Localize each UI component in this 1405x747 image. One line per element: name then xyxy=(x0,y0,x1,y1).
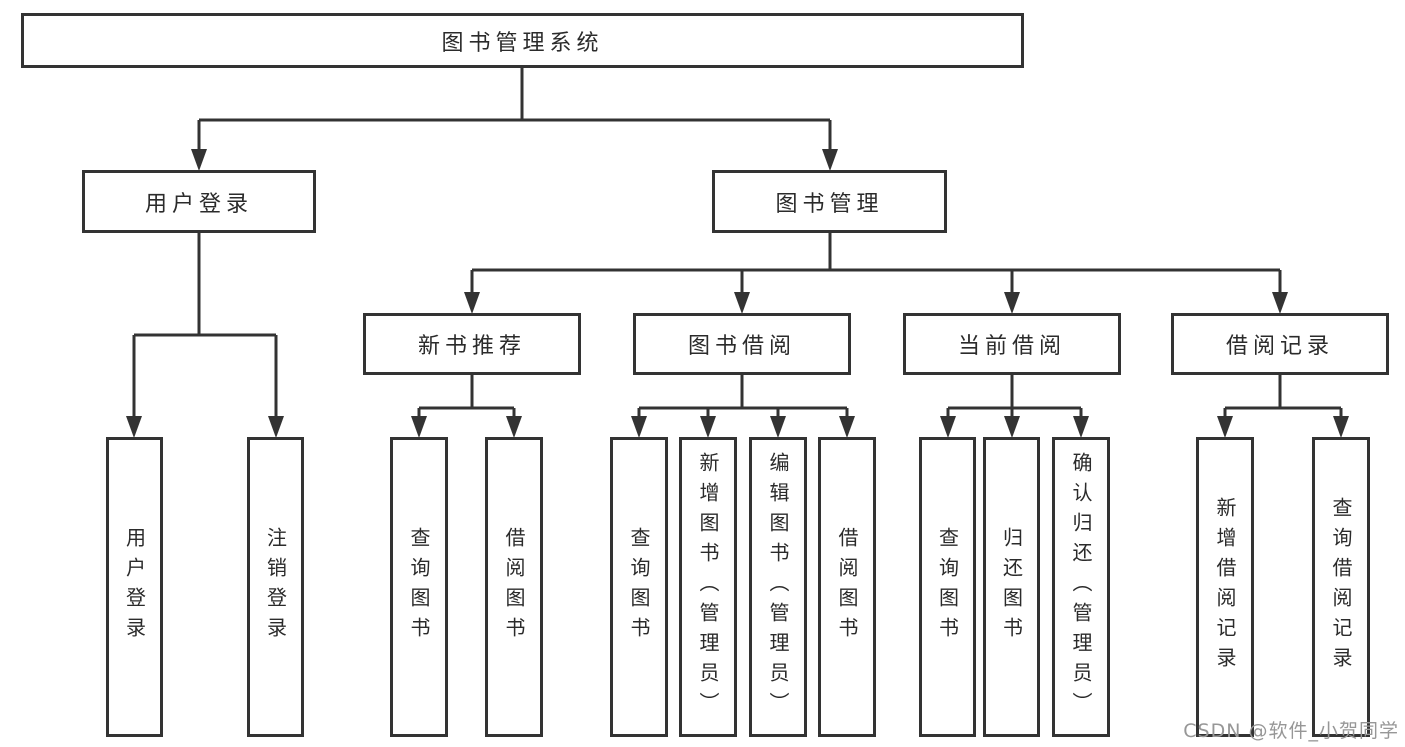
leaf-add-books-admin: 新增图书（管理员） xyxy=(679,437,737,737)
leaf-confirm-return-admin-label: 确认归还（管理员） xyxy=(1069,452,1093,722)
arrowheads xyxy=(126,149,1349,438)
leaf-return-books: 归还图书 xyxy=(983,437,1040,737)
node-book-borrowing: 图书借阅 xyxy=(633,313,851,375)
node-new-book-recommend: 新书推荐 xyxy=(363,313,581,375)
leaf-edit-books-admin-label: 编辑图书（管理员） xyxy=(766,452,790,722)
leaf-user-login: 用户登录 xyxy=(106,437,163,737)
leaf-borrow-books-recommend-label: 借阅图书 xyxy=(502,527,526,647)
node-book-management: 图书管理 xyxy=(712,170,947,233)
leaf-add-borrow-record: 新增借阅记录 xyxy=(1196,437,1254,737)
node-current-borrowing-label: 当前借阅 xyxy=(957,334,1066,359)
leaf-return-books-label: 归还图书 xyxy=(999,527,1024,647)
leaf-add-books-admin-label: 新增图书（管理员） xyxy=(696,452,720,722)
node-book-borrowing-label: 图书借阅 xyxy=(687,334,796,359)
node-library-system: 图书管理系统 xyxy=(21,13,1024,68)
node-user-login-label: 用户登录 xyxy=(144,191,253,217)
leaf-borrow-books: 借阅图书 xyxy=(818,437,876,737)
leaf-borrow-books-label: 借阅图书 xyxy=(835,527,859,647)
leaf-query-books-current-label: 查询图书 xyxy=(935,527,960,647)
leaf-query-books-recommend: 查询图书 xyxy=(390,437,448,737)
leaf-query-borrow-record-label: 查询借阅记录 xyxy=(1329,497,1353,677)
leaf-query-books-borrowing-label: 查询图书 xyxy=(627,527,651,647)
node-library-system-label: 图书管理系统 xyxy=(441,30,604,56)
leaf-query-books-recommend-label: 查询图书 xyxy=(407,527,431,647)
leaf-logout-login-label: 注销登录 xyxy=(263,527,288,647)
leaf-query-books-borrowing: 查询图书 xyxy=(610,437,668,737)
node-current-borrowing: 当前借阅 xyxy=(903,313,1121,375)
leaf-borrow-books-recommend: 借阅图书 xyxy=(485,437,543,737)
node-user-login: 用户登录 xyxy=(82,170,316,233)
leaf-confirm-return-admin: 确认归还（管理员） xyxy=(1052,437,1110,737)
leaf-query-borrow-record: 查询借阅记录 xyxy=(1312,437,1370,737)
leaf-query-books-current: 查询图书 xyxy=(919,437,976,737)
node-book-management-label: 图书管理 xyxy=(775,191,884,217)
leaf-user-login-label: 用户登录 xyxy=(122,527,147,647)
node-new-book-recommend-label: 新书推荐 xyxy=(417,334,526,359)
leaf-logout-login: 注销登录 xyxy=(247,437,304,737)
connector-lines xyxy=(132,68,1343,418)
node-borrowing-records-label: 借阅记录 xyxy=(1225,334,1334,359)
leaf-edit-books-admin: 编辑图书（管理员） xyxy=(749,437,807,737)
csdn-watermark: CSDN @软件_小贺同学 xyxy=(1183,720,1399,742)
node-borrowing-records: 借阅记录 xyxy=(1171,313,1389,375)
leaf-add-borrow-record-label: 新增借阅记录 xyxy=(1213,497,1237,677)
